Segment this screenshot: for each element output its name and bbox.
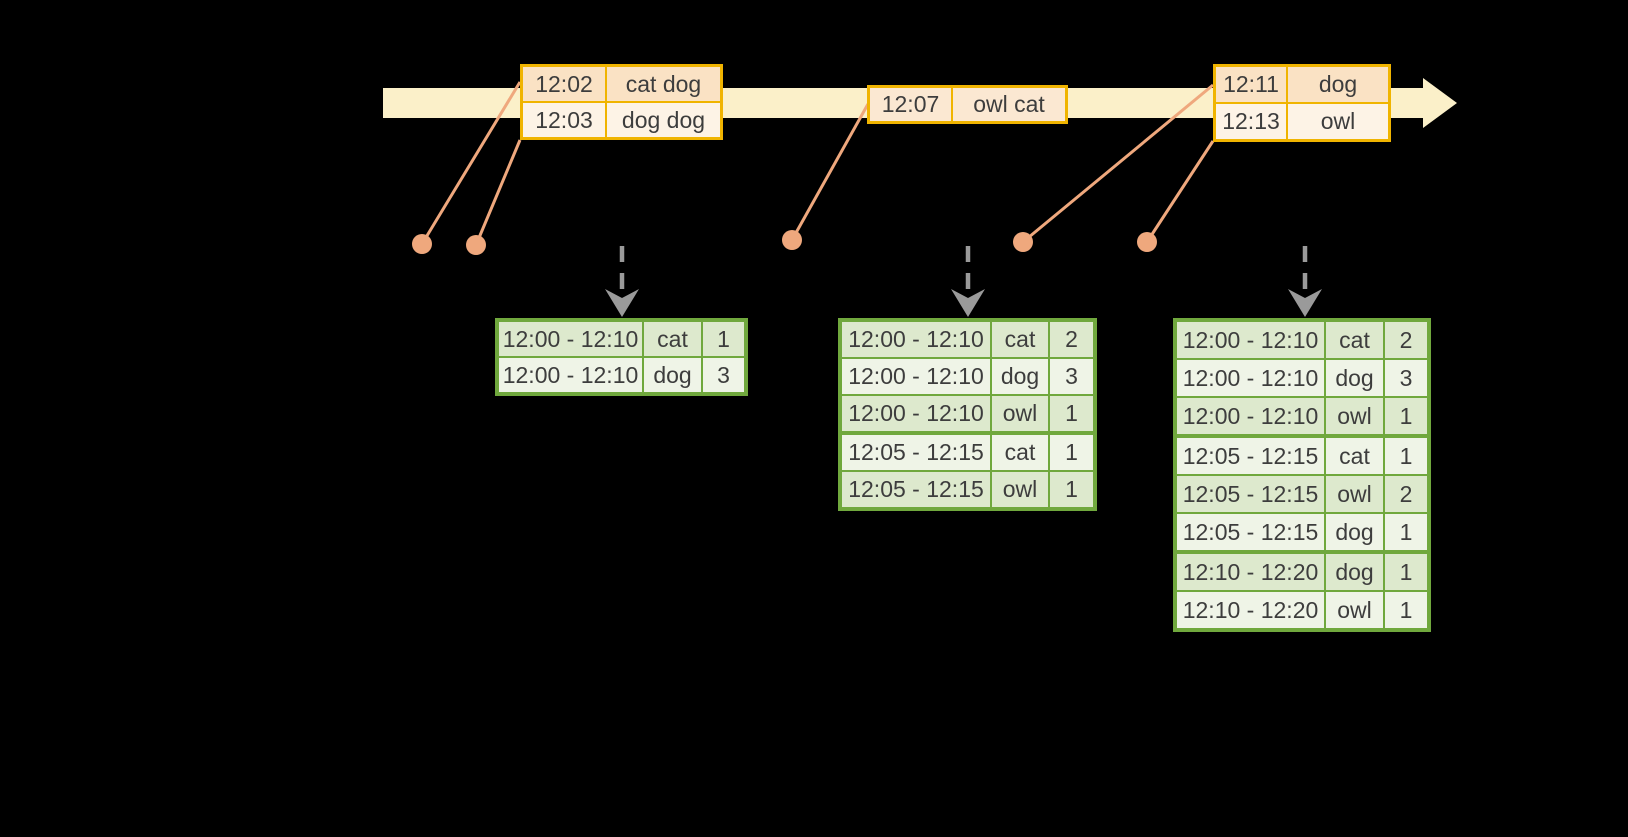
trigger-arrow-icon xyxy=(605,246,639,317)
word-cell: dog xyxy=(1326,554,1383,590)
result-row: 12:00 - 12:10 cat 2 xyxy=(842,322,1093,357)
result-row: 12:10 - 12:20 dog 1 xyxy=(1177,554,1427,590)
count-cell: 3 xyxy=(1050,359,1093,394)
event-words-cell: dog xyxy=(1288,67,1388,102)
event-time-cell: 12:03 xyxy=(523,103,605,137)
event-words-cell: owl cat xyxy=(953,88,1065,121)
trigger-arrow-icon xyxy=(1288,246,1322,317)
word-cell: cat xyxy=(644,322,701,356)
count-cell: 1 xyxy=(1385,514,1427,550)
window-cell: 12:00 - 12:10 xyxy=(842,359,990,394)
count-cell: 2 xyxy=(1385,322,1427,358)
event-time-cell: 12:13 xyxy=(1216,104,1286,139)
window-cell: 12:05 - 12:15 xyxy=(1177,438,1324,474)
event-row: 12:07 owl cat xyxy=(870,88,1065,121)
result-row: 12:05 - 12:15 cat 1 xyxy=(1177,438,1427,474)
word-cell: cat xyxy=(992,322,1048,357)
event-row: 12:11 dog xyxy=(1216,67,1388,102)
window-cell: 12:05 - 12:15 xyxy=(1177,476,1324,512)
event-time-cell: 12:07 xyxy=(870,88,951,121)
window-cell: 12:00 - 12:10 xyxy=(842,322,990,357)
window-cell: 12:00 - 12:10 xyxy=(499,358,642,392)
window-cell: 12:05 - 12:15 xyxy=(842,472,990,507)
count-cell: 2 xyxy=(1385,476,1427,512)
count-cell: 1 xyxy=(1385,438,1427,474)
result-table-3: 12:00 - 12:10 cat 2 12:00 - 12:10 dog 3 … xyxy=(1173,318,1431,632)
word-cell: cat xyxy=(1326,322,1383,358)
result-row: 12:00 - 12:10 owl 1 xyxy=(1177,398,1427,434)
word-cell: dog xyxy=(644,358,701,392)
count-cell: 1 xyxy=(1050,396,1093,431)
result-row: 12:05 - 12:15 owl 1 xyxy=(842,472,1093,507)
window-cell: 12:05 - 12:15 xyxy=(842,435,990,470)
result-row: 12:05 - 12:15 owl 2 xyxy=(1177,476,1427,512)
word-cell: owl xyxy=(992,472,1048,507)
event-dot xyxy=(412,234,432,254)
result-row: 12:00 - 12:10 dog 3 xyxy=(842,359,1093,394)
result-row: 12:05 - 12:15 dog 1 xyxy=(1177,514,1427,550)
event-dot xyxy=(782,230,802,250)
count-cell: 3 xyxy=(703,358,744,392)
word-cell: dog xyxy=(1326,514,1383,550)
event-time-cell: 12:11 xyxy=(1216,67,1286,102)
word-cell: cat xyxy=(992,435,1048,470)
timeline-arrowhead-icon xyxy=(1423,78,1457,128)
event-words-cell: cat dog xyxy=(607,67,720,101)
event-connector-line xyxy=(1145,140,1215,243)
event-words-cell: dog dog xyxy=(607,103,720,137)
count-cell: 1 xyxy=(1050,435,1093,470)
event-table-3: 12:11 dog 12:13 owl xyxy=(1213,64,1391,142)
word-cell: dog xyxy=(992,359,1048,394)
window-cell: 12:10 - 12:20 xyxy=(1177,592,1324,628)
result-table-2: 12:00 - 12:10 cat 2 12:00 - 12:10 dog 3 … xyxy=(838,318,1097,511)
event-connector-line xyxy=(474,139,522,246)
count-cell: 1 xyxy=(1385,554,1427,590)
event-row: 12:02 cat dog xyxy=(523,67,720,101)
word-cell: owl xyxy=(1326,476,1383,512)
window-cell: 12:00 - 12:10 xyxy=(1177,360,1324,396)
event-dot xyxy=(466,235,486,255)
count-cell: 3 xyxy=(1385,360,1427,396)
word-cell: owl xyxy=(992,396,1048,431)
count-cell: 1 xyxy=(1385,592,1427,628)
word-cell: dog xyxy=(1326,360,1383,396)
window-cell: 12:00 - 12:10 xyxy=(1177,322,1324,358)
word-cell: cat xyxy=(1326,438,1383,474)
event-time-cell: 12:02 xyxy=(523,67,605,101)
window-cell: 12:00 - 12:10 xyxy=(1177,398,1324,434)
result-row: 12:00 - 12:10 cat 1 xyxy=(499,322,744,356)
window-cell: 12:10 - 12:20 xyxy=(1177,554,1324,590)
event-row: 12:03 dog dog xyxy=(523,103,720,137)
window-cell: 12:00 - 12:10 xyxy=(499,322,642,356)
count-cell: 1 xyxy=(703,322,744,356)
result-table-1: 12:00 - 12:10 cat 1 12:00 - 12:10 dog 3 xyxy=(495,318,748,396)
result-row: 12:00 - 12:10 dog 3 xyxy=(1177,360,1427,396)
count-cell: 1 xyxy=(1050,472,1093,507)
trigger-arrow-icon xyxy=(951,246,985,317)
result-row: 12:00 - 12:10 owl 1 xyxy=(842,396,1093,431)
result-row: 12:10 - 12:20 owl 1 xyxy=(1177,592,1427,628)
window-cell: 12:05 - 12:15 xyxy=(1177,514,1324,550)
word-cell: owl xyxy=(1326,398,1383,434)
count-cell: 1 xyxy=(1385,398,1427,434)
event-row: 12:13 owl xyxy=(1216,104,1388,139)
event-words-cell: owl xyxy=(1288,104,1388,139)
event-table-2: 12:07 owl cat xyxy=(867,85,1068,124)
event-dot xyxy=(1013,232,1033,252)
event-dot xyxy=(1137,232,1157,252)
event-table-1: 12:02 cat dog 12:03 dog dog xyxy=(520,64,723,140)
result-row: 12:00 - 12:10 dog 3 xyxy=(499,358,744,392)
result-row: 12:05 - 12:15 cat 1 xyxy=(842,435,1093,470)
event-connector-line xyxy=(420,81,522,245)
event-connector-line xyxy=(1022,83,1214,244)
result-row: 12:00 - 12:10 cat 2 xyxy=(1177,322,1427,358)
event-connector-line xyxy=(790,103,870,241)
window-cell: 12:00 - 12:10 xyxy=(842,396,990,431)
count-cell: 2 xyxy=(1050,322,1093,357)
word-cell: owl xyxy=(1326,592,1383,628)
